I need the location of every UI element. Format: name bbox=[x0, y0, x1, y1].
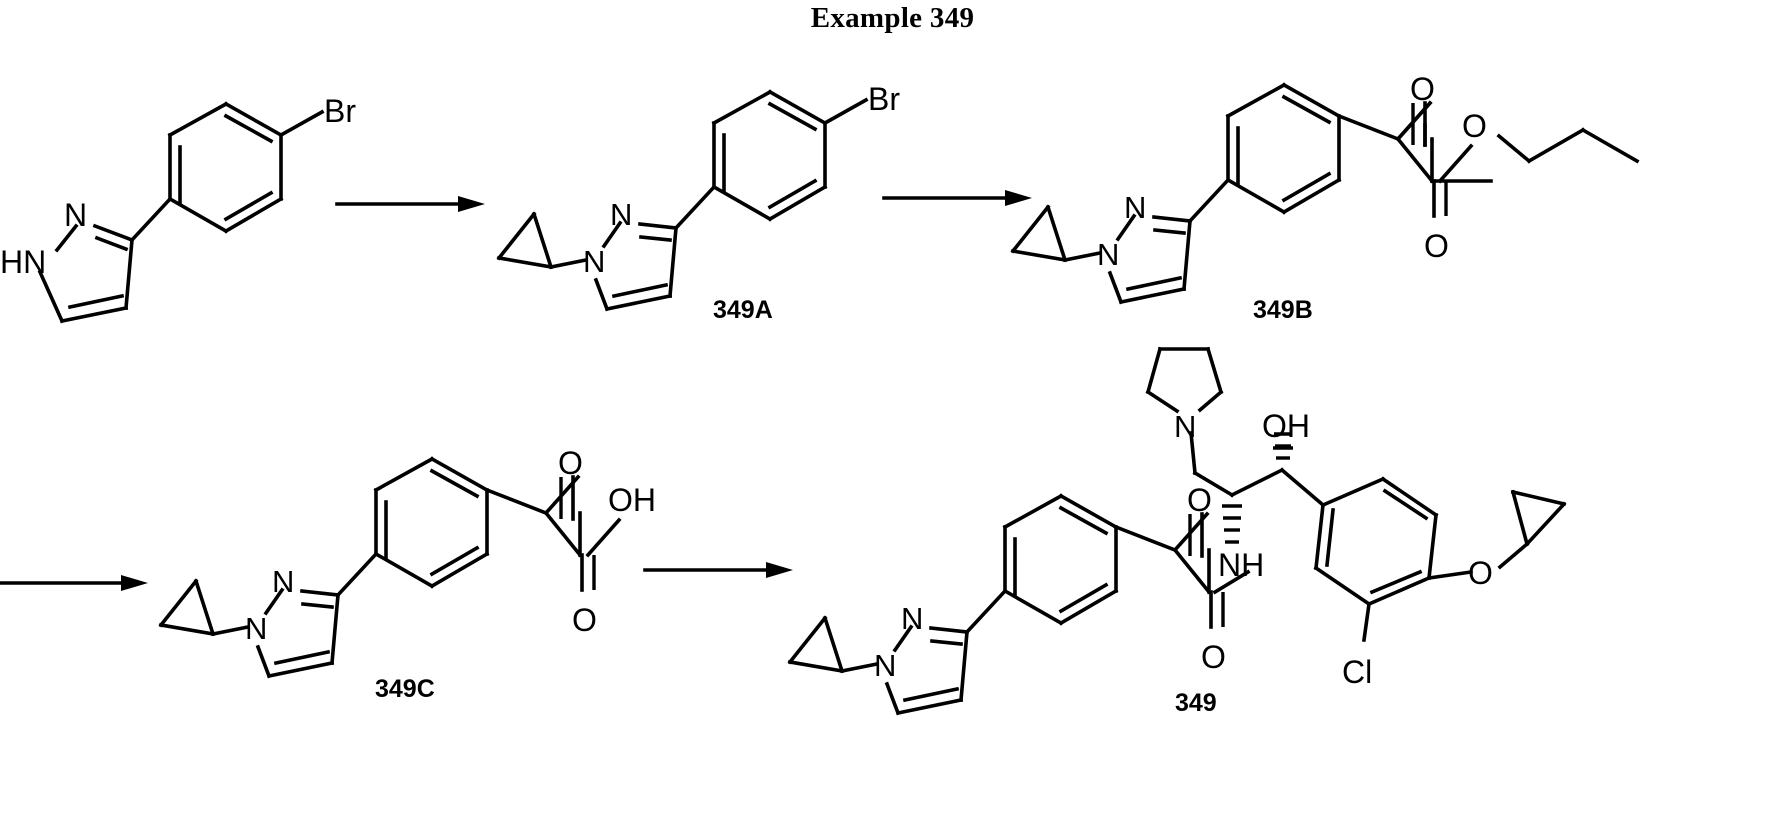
atom-label-o-ketone-349: O bbox=[1187, 482, 1212, 518]
atom-label-cl-349: Cl bbox=[1342, 654, 1372, 690]
atom-label-o-ester-dbl-349b: O bbox=[1424, 228, 1449, 264]
hash-wedge-nh bbox=[1222, 504, 1242, 544]
compound-label-349: 349 bbox=[1175, 689, 1217, 717]
compound-label-349A: 349A bbox=[713, 296, 773, 324]
atom-label-o-acid-dbl-349c: O bbox=[572, 602, 597, 638]
atom-label-o-ether-349: O bbox=[1468, 555, 1493, 591]
atom-label-o-amide-349: O bbox=[1201, 639, 1226, 675]
atom-label-n1-349c: N bbox=[245, 611, 267, 646]
structure-349B: N N O bbox=[1010, 71, 1640, 305]
atom-label-n2-349: N bbox=[901, 601, 923, 636]
reaction-arrow-2 bbox=[882, 190, 1032, 206]
reaction-arrow-3 bbox=[0, 575, 148, 591]
atom-label-oh-349: OH bbox=[1262, 408, 1310, 444]
atom-label-n1-349a: N bbox=[583, 244, 605, 279]
atom-label-n: N bbox=[64, 197, 87, 233]
atom-label-nh-349: NH bbox=[1218, 547, 1264, 583]
reaction-arrow-4 bbox=[643, 562, 793, 578]
compound-label-349C: 349C bbox=[375, 675, 435, 703]
reaction-arrow-1 bbox=[335, 196, 485, 212]
atom-label-br-2: Br bbox=[868, 81, 900, 117]
structure-349C: N N O bbox=[158, 445, 656, 679]
compound-label-349B: 349B bbox=[1253, 296, 1313, 324]
structure-349A: N N Br bbox=[496, 81, 900, 312]
atom-label-n2-349c: N bbox=[272, 564, 294, 599]
atom-label-o-ester-349b: O bbox=[1462, 108, 1487, 144]
atom-label-br-1: Br bbox=[324, 93, 356, 129]
hash-wedge-oh bbox=[1273, 432, 1293, 460]
atom-label-n1-349: N bbox=[874, 648, 896, 683]
atom-label-o-ketone-349c: O bbox=[558, 445, 583, 481]
atom-label-n1-349b: N bbox=[1097, 237, 1119, 272]
structure-349: N N O bbox=[787, 346, 1567, 716]
page-title: Example 349 bbox=[810, 2, 975, 34]
atom-label-n-pyrrolidine-349: N bbox=[1174, 409, 1196, 444]
atom-label-hn: HN bbox=[0, 244, 46, 280]
atom-label-oh-349c: OH bbox=[608, 482, 656, 518]
atom-label-n2-349a: N bbox=[610, 197, 632, 232]
atom-label-n2-349b: N bbox=[1124, 190, 1146, 225]
atom-label-o-ketone-349b: O bbox=[1410, 71, 1435, 107]
structure-starting-material: HN N Br bbox=[0, 93, 356, 324]
